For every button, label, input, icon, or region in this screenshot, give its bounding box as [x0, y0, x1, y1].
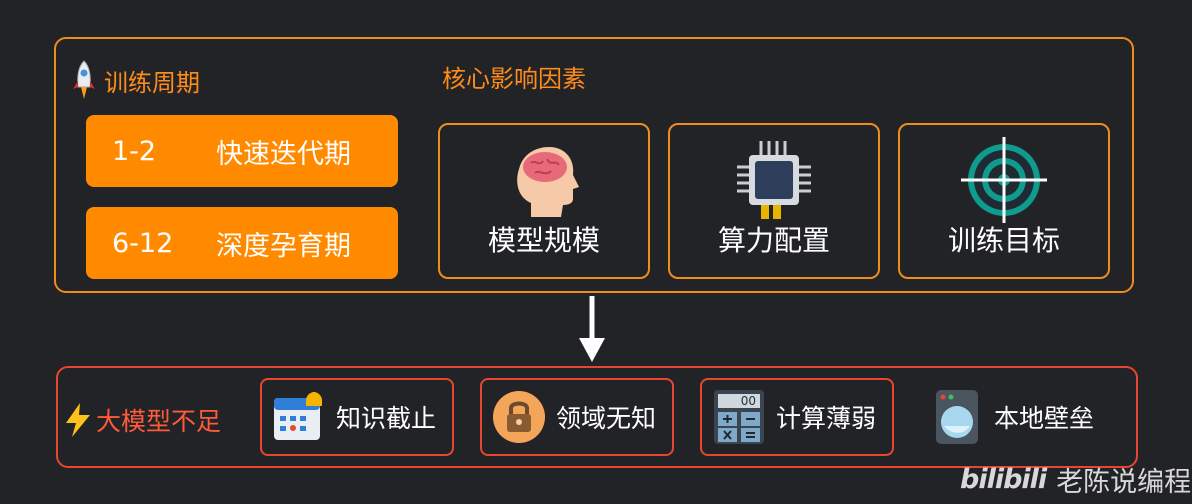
shortcoming-label: 领域无知: [556, 404, 657, 433]
shortcoming-label: 本地壁垒: [994, 404, 1095, 433]
shortcoming-domain-ignorance: 领域无知: [480, 378, 674, 456]
watermark: bilibili 老陈说编程: [960, 460, 1191, 499]
factor-training-goal: 训练目标: [898, 123, 1110, 279]
rocket-icon: [73, 60, 95, 99]
shortcomings-title-text: 大模型不足: [96, 407, 222, 436]
training-panel: 训练周期 核心影响因素 1-2 快速迭代期 6-12 深度孕育期 模型规模: [54, 37, 1134, 293]
bilibili-logo: bilibili: [960, 464, 1047, 495]
shortcoming-weak-computation: 00 计算薄弱: [700, 378, 894, 456]
period-range: 6-12: [112, 227, 174, 259]
calculator-icon: 00: [714, 390, 764, 444]
training-period-title-text: 训练周期: [104, 68, 200, 97]
shortcoming-label: 计算薄弱: [776, 404, 877, 433]
core-factors-title: 核心影响因素: [442, 65, 586, 93]
storage-device-icon: [936, 390, 978, 444]
shortcoming-label: 知识截止: [336, 404, 437, 433]
lightning-icon: [66, 403, 90, 437]
lock-icon: [493, 391, 545, 443]
factor-label: 训练目标: [947, 224, 1060, 257]
watermark-text: 老陈说编程: [1056, 467, 1192, 498]
period-label: 深度孕育期: [216, 230, 351, 262]
period-deep-incubation: 6-12 深度孕育期: [86, 207, 398, 279]
shortcoming-knowledge-cutoff: 知识截止: [260, 378, 454, 456]
factor-compute: 算力配置: [668, 123, 880, 279]
shortcoming-local-barrier: 本地壁垒: [920, 378, 1124, 456]
chip-icon: [737, 141, 811, 219]
factor-model-size: 模型规模: [438, 123, 650, 279]
factor-label: 算力配置: [717, 224, 830, 257]
period-fast-iteration: 1-2 快速迭代期: [86, 115, 398, 187]
target-icon: [961, 137, 1047, 223]
down-arrow-icon: [579, 296, 605, 362]
calculator-display: 00: [741, 394, 756, 408]
brain-head-icon: [517, 147, 579, 217]
training-period-title: 训练周期: [70, 59, 200, 101]
shortcomings-panel: 大模型不足 知识截止 领域无知 00 计算薄弱: [56, 366, 1138, 468]
period-range: 1-2: [112, 135, 157, 167]
shortcomings-title: 大模型不足: [64, 402, 221, 438]
period-label: 快速迭代期: [216, 138, 351, 170]
factor-label: 模型规模: [487, 224, 600, 257]
calendar-icon: [274, 392, 322, 440]
